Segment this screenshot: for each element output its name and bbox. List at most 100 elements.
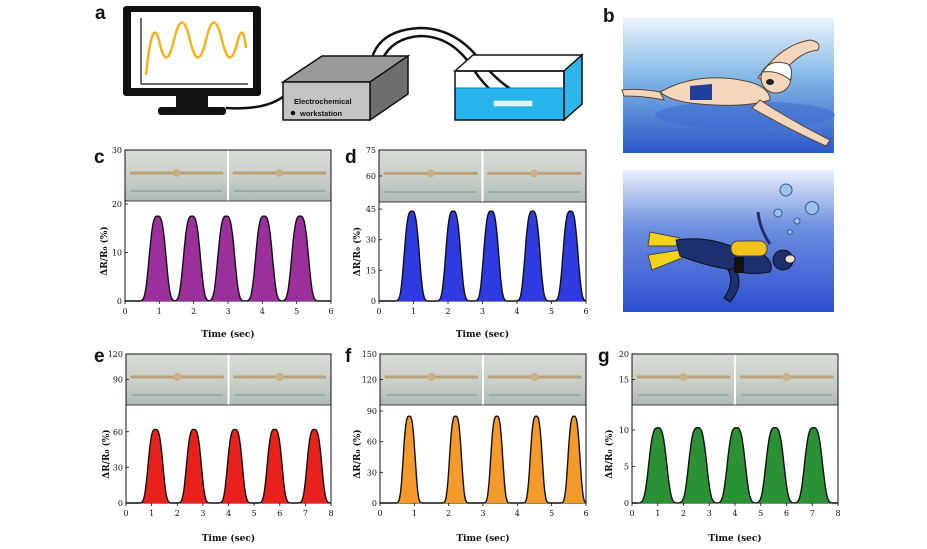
- x-tick-label: 2: [175, 509, 180, 518]
- x-tick-label: 4: [515, 509, 520, 518]
- x-tick-label: 3: [225, 307, 230, 316]
- x-tick-label: 2: [446, 509, 451, 518]
- signal-line: [632, 426, 838, 504]
- y-tick-label: 75: [366, 146, 376, 155]
- signal-area: [379, 211, 586, 301]
- x-tick-label: 5: [294, 307, 299, 316]
- x-tick-label: 8: [328, 509, 333, 518]
- x-axis-label: Time (sec): [456, 329, 509, 340]
- signal-line: [125, 215, 331, 302]
- x-tick-label: 4: [732, 509, 737, 518]
- y-tick-label: 150: [362, 350, 377, 359]
- manikin-joint: [679, 372, 688, 381]
- panel-d-label: d: [345, 147, 357, 168]
- manikin-joint: [782, 372, 791, 381]
- x-tick-label: 1: [157, 307, 162, 316]
- y-tick-label: 90: [113, 376, 123, 385]
- x-tick-label: 0: [376, 307, 381, 316]
- panel-e-label: e: [94, 346, 105, 367]
- signal-line: [126, 428, 331, 504]
- x-tick-label: 0: [377, 509, 382, 518]
- y-tick-label: 0: [117, 297, 122, 306]
- x-tick-label: 2: [191, 307, 196, 316]
- x-tick-label: 0: [123, 509, 128, 518]
- x-tick-label: 7: [810, 509, 815, 518]
- x-tick-label: 2: [681, 509, 686, 518]
- panel-a: a Electrochemical workstation: [95, 3, 584, 122]
- x-tick-label: 6: [784, 509, 789, 518]
- x-tick-label: 1: [411, 307, 416, 316]
- x-tick-label: 6: [277, 509, 282, 518]
- y-tick-label: 30: [113, 463, 123, 472]
- y-axis-label: ΔR/R₀ (%): [604, 429, 615, 478]
- x-tick-label: 0: [122, 307, 127, 316]
- workstation-label-2: workstation: [299, 109, 343, 118]
- manikin-joint: [530, 169, 539, 178]
- monitor-icon: [123, 6, 261, 115]
- y-tick-label: 0: [624, 499, 629, 508]
- y-tick-label: 15: [619, 376, 629, 385]
- x-tick-label: 5: [758, 509, 763, 518]
- y-tick-label: 20: [619, 350, 629, 359]
- manikin-joint: [275, 168, 284, 177]
- y-tick-label: 0: [371, 297, 376, 306]
- y-tick-label: 30: [367, 468, 377, 477]
- y-tick-label: 60: [113, 428, 123, 437]
- x-tick-label: 4: [260, 307, 265, 316]
- manikin-joint: [172, 168, 181, 177]
- y-tick-label: 60: [367, 438, 377, 447]
- panel-c-label: c: [94, 147, 105, 168]
- x-tick-label: 4: [514, 307, 519, 316]
- y-axis-label: ΔR/R₀ (%): [99, 226, 110, 275]
- x-tick-label: 2: [445, 307, 450, 316]
- signal-area: [632, 427, 838, 503]
- signal-area: [125, 216, 331, 301]
- x-tick-label: 1: [655, 509, 660, 518]
- panel-f-label: f: [345, 346, 352, 367]
- manikin-joint: [275, 372, 284, 381]
- x-tick-label: 1: [149, 509, 154, 518]
- x-tick-label: 1: [412, 509, 417, 518]
- manikin-joint: [427, 372, 436, 381]
- signal-area: [380, 416, 586, 503]
- y-tick-label: 10: [112, 249, 122, 258]
- y-tick-label: 120: [108, 350, 123, 359]
- diver-illustration: [623, 170, 834, 312]
- x-tick-label: 5: [549, 307, 554, 316]
- x-axis-label: Time (sec): [202, 533, 255, 544]
- x-tick-label: 3: [480, 307, 485, 316]
- signal-area: [126, 429, 331, 503]
- panel-a-label: a: [95, 3, 106, 24]
- x-tick-label: 3: [200, 509, 205, 518]
- y-tick-label: 15: [366, 266, 376, 275]
- x-tick-label: 4: [226, 509, 231, 518]
- y-tick-label: 0: [372, 499, 377, 508]
- x-tick-label: 6: [583, 509, 588, 518]
- x-tick-label: 6: [583, 307, 588, 316]
- panel-g-label: g: [598, 346, 610, 367]
- y-axis-label: ΔR/R₀ (%): [352, 429, 363, 478]
- x-axis-label: Time (sec): [201, 329, 254, 340]
- y-tick-label: 30: [366, 236, 376, 245]
- y-tick-label: 30: [112, 146, 122, 155]
- workstation-label-1: Electrochemical: [294, 97, 352, 106]
- y-axis-label: ΔR/R₀ (%): [101, 429, 112, 478]
- panel-b: b: [603, 6, 835, 312]
- y-tick-label: 10: [619, 426, 629, 435]
- panel-b-label: b: [603, 6, 615, 27]
- x-tick-label: 3: [707, 509, 712, 518]
- manikin-joint: [530, 372, 539, 381]
- y-tick-label: 120: [362, 376, 377, 385]
- water-tank: [453, 53, 584, 122]
- x-tick-label: 0: [629, 509, 634, 518]
- y-axis-label: ΔR/R₀ (%): [352, 227, 363, 276]
- y-tick-label: 5: [624, 462, 629, 471]
- x-tick-label: 5: [549, 509, 554, 518]
- y-tick-label: 45: [366, 205, 376, 214]
